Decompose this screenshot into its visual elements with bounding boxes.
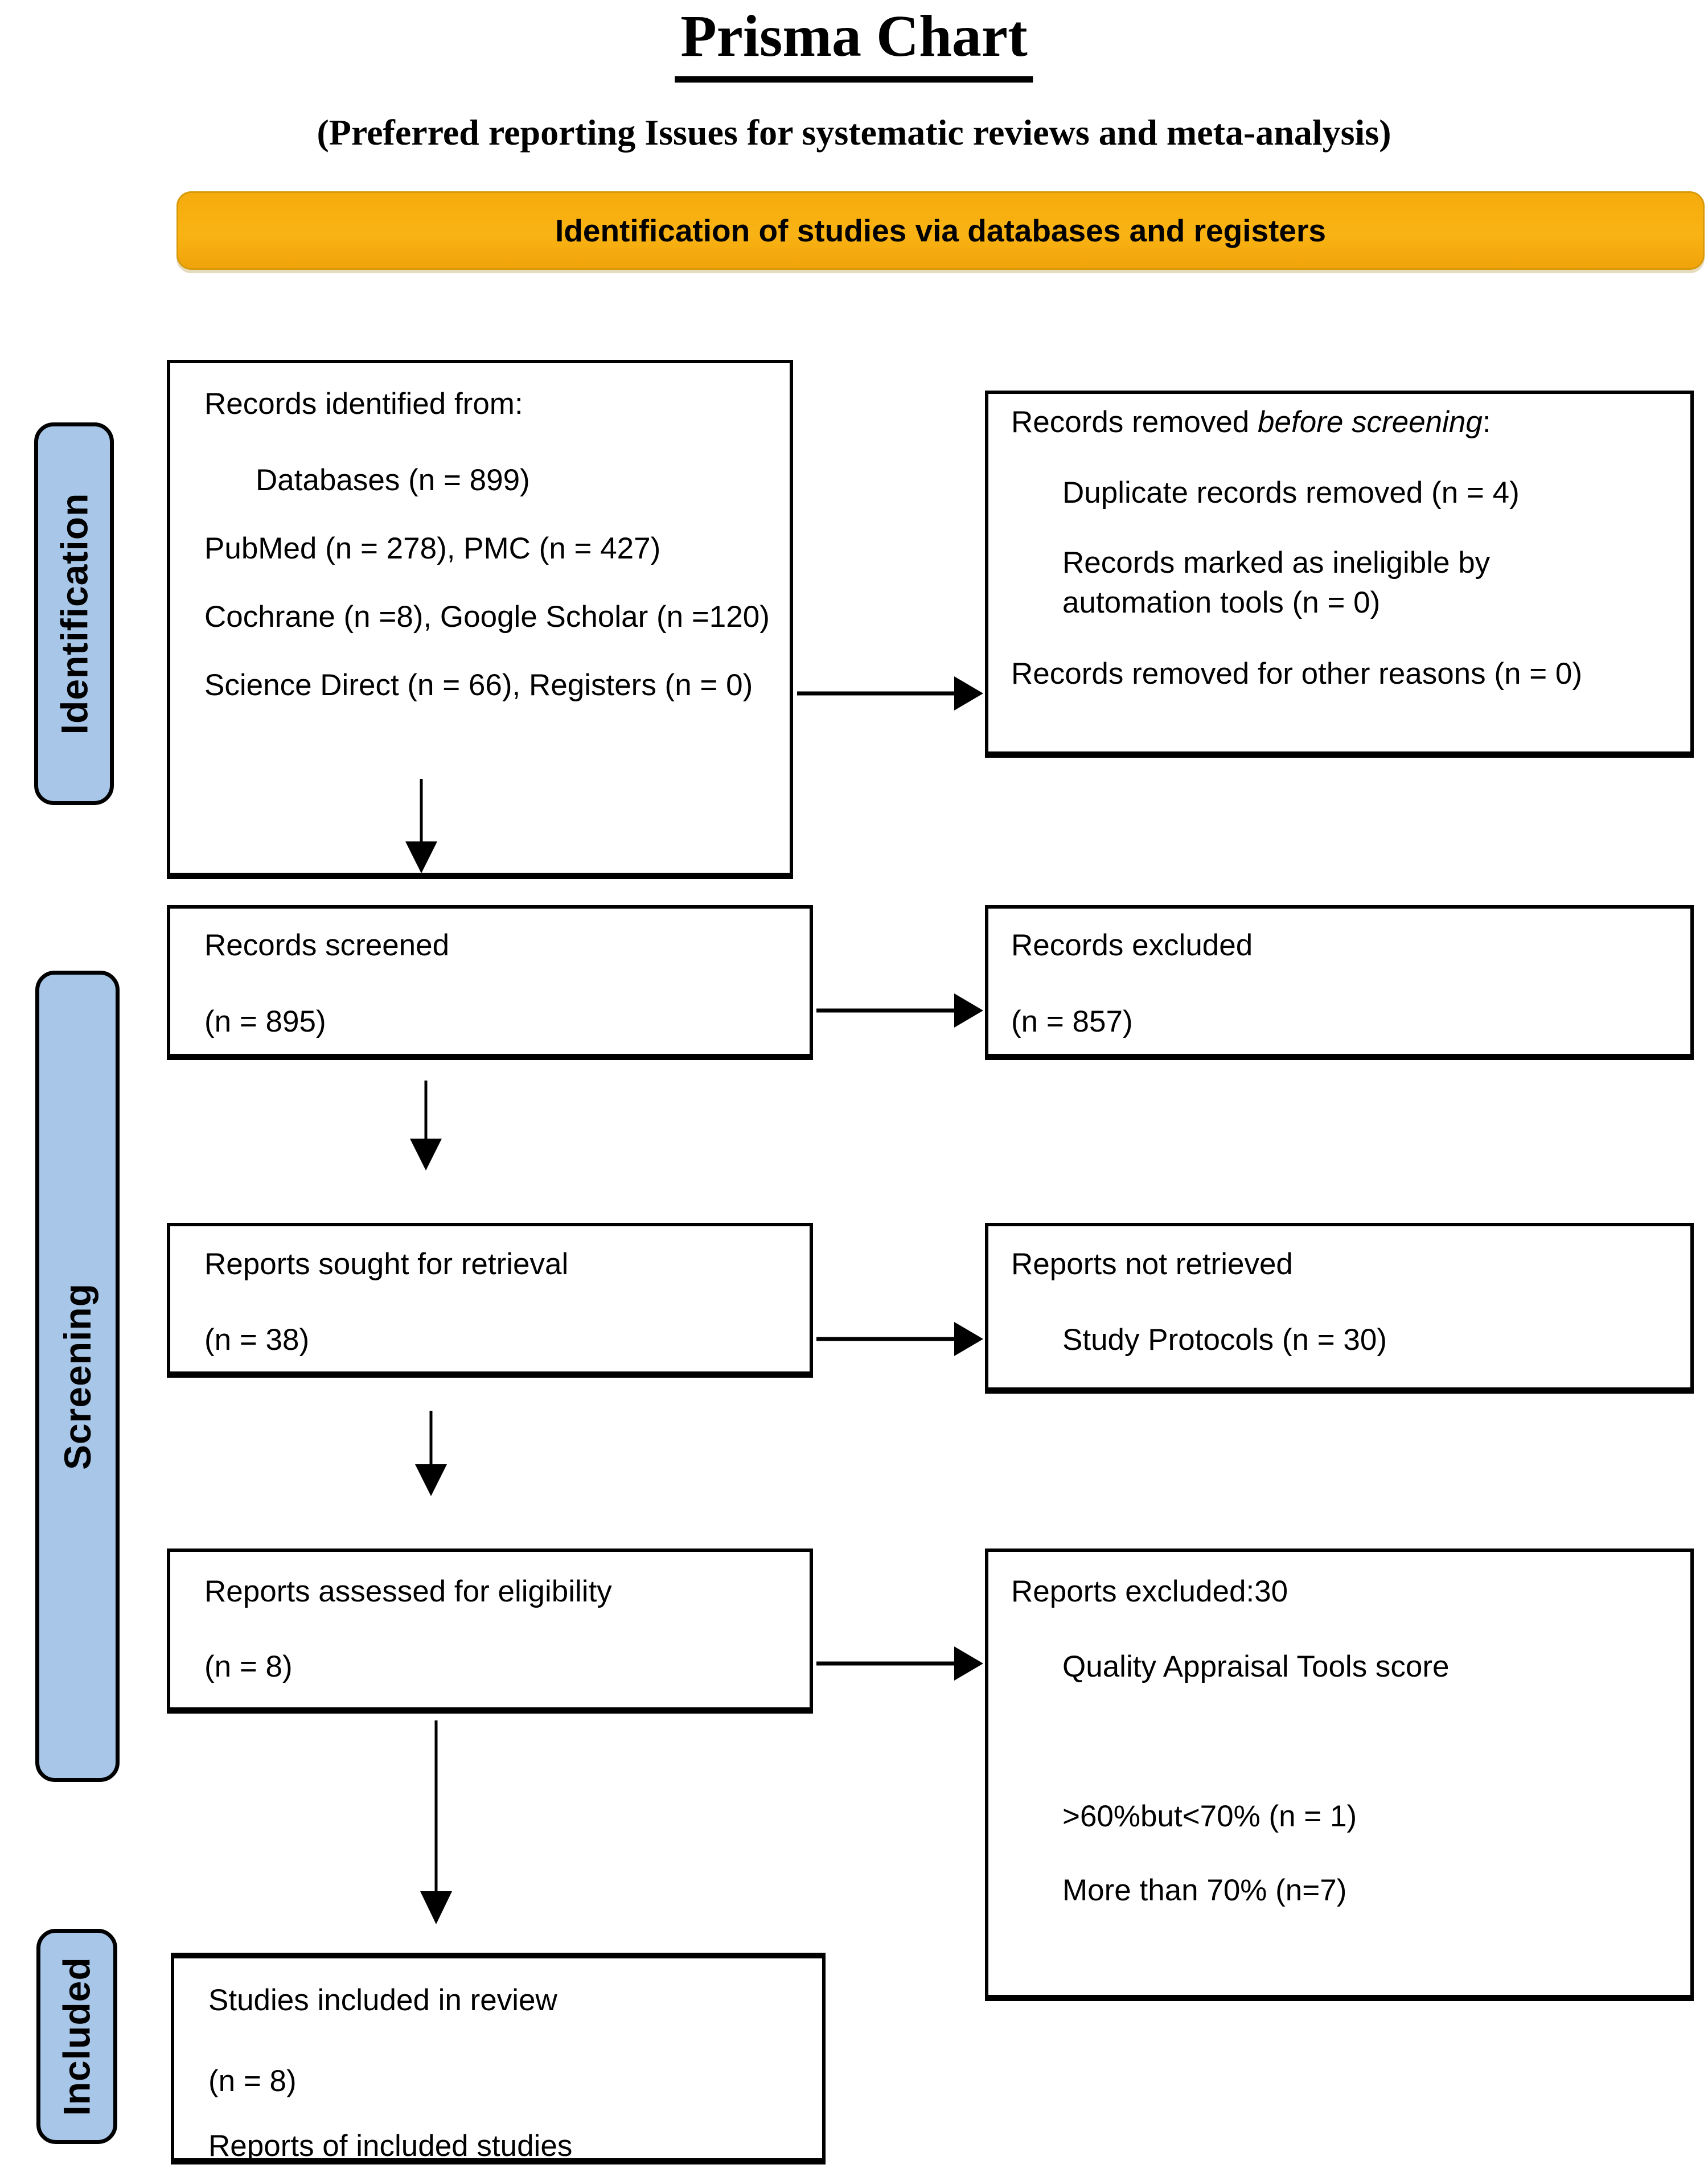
- box-line: Records excluded: [1011, 929, 1253, 962]
- page-title: Prisma Chart: [675, 2, 1033, 83]
- arrow-right-icon: [797, 676, 983, 710]
- records-identified-title: Records identified from:: [204, 387, 523, 421]
- box-line: PubMed (n = 278), PMC (n = 427): [204, 532, 661, 565]
- box-line: Science Direct (n = 66), Registers (n = …: [204, 668, 753, 702]
- box-line: (n = 895): [204, 1005, 326, 1038]
- reports-excluded-title: Reports excluded:30: [1011, 1575, 1288, 1608]
- box-line: Reports assessed for eligibility: [204, 1575, 612, 1608]
- box-reports-assessed: Reports assessed for eligibility (n = 8): [167, 1549, 813, 1714]
- box-reports-not-retrieved: Reports not retrieved Study Protocols (n…: [985, 1223, 1694, 1394]
- reports-not-retrieved-title: Reports not retrieved: [1011, 1247, 1293, 1281]
- stage-label-identification: Identification: [34, 422, 114, 805]
- box-records-excluded: Records excluded (n = 857): [985, 905, 1694, 1060]
- arrow-down-icon: [415, 1411, 447, 1496]
- box-line: Cochrane (n =8), Google Scholar (n =120): [204, 600, 770, 634]
- stage-label-screening: Screening: [35, 971, 120, 1782]
- box-line: Records screened: [204, 929, 450, 962]
- box-line: Duplicate records removed (n = 4): [1062, 476, 1520, 510]
- box-line: (n = 8): [208, 2064, 297, 2098]
- box-line: Study Protocols (n = 30): [1062, 1323, 1387, 1357]
- box-line: More than 70% (n=7): [1062, 1874, 1347, 1907]
- box-line: Reports of included studies: [208, 2129, 573, 2163]
- arrow-right-icon: [816, 1646, 983, 1681]
- box-line: Reports sought for retrieval: [204, 1247, 569, 1281]
- stage-label-included-text: Included: [56, 1957, 98, 2116]
- arrow-right-icon: [816, 993, 983, 1028]
- box-line: (n = 38): [204, 1323, 310, 1357]
- box-line: Quality Appraisal Tools score: [1062, 1650, 1450, 1683]
- box-reports-excluded: Reports excluded:30 Quality Appraisal To…: [985, 1549, 1694, 2001]
- box-line: Records removed for other reasons (n = 0…: [1011, 657, 1583, 691]
- arrow-down-icon: [410, 1081, 442, 1170]
- records-removed-title: Records removed before screening:: [1011, 405, 1491, 439]
- box-reports-sought: Reports sought for retrieval (n = 38): [167, 1223, 813, 1378]
- box-line: >60%but<70% (n = 1): [1062, 1800, 1357, 1833]
- page-subtitle: (Preferred reporting Issues for systemat…: [317, 112, 1391, 153]
- arrow-down-icon: [420, 1720, 452, 1924]
- box-line: Studies included in review: [208, 1983, 557, 2017]
- box-studies-included: Studies included in review (n = 8) Repor…: [171, 1953, 826, 2164]
- box-line: Databases (n = 899): [256, 463, 530, 497]
- box-records-identified: Records identified from: Databases (n = …: [167, 360, 793, 879]
- stage-label-screening-text: Screening: [56, 1283, 99, 1470]
- stage-label-included: Included: [36, 1929, 117, 2144]
- identification-banner: Identification of studies via databases …: [176, 191, 1705, 270]
- box-line: Records marked as ineligible by automati…: [1062, 546, 1491, 619]
- box-records-screened: Records screened (n = 895): [167, 905, 813, 1060]
- stage-label-identification-text: Identification: [53, 492, 96, 735]
- arrow-right-icon: [816, 1322, 983, 1356]
- box-line: (n = 857): [1011, 1005, 1133, 1038]
- box-records-removed: Records removed before screening: Duplic…: [985, 391, 1694, 758]
- box-line: (n = 8): [204, 1650, 293, 1683]
